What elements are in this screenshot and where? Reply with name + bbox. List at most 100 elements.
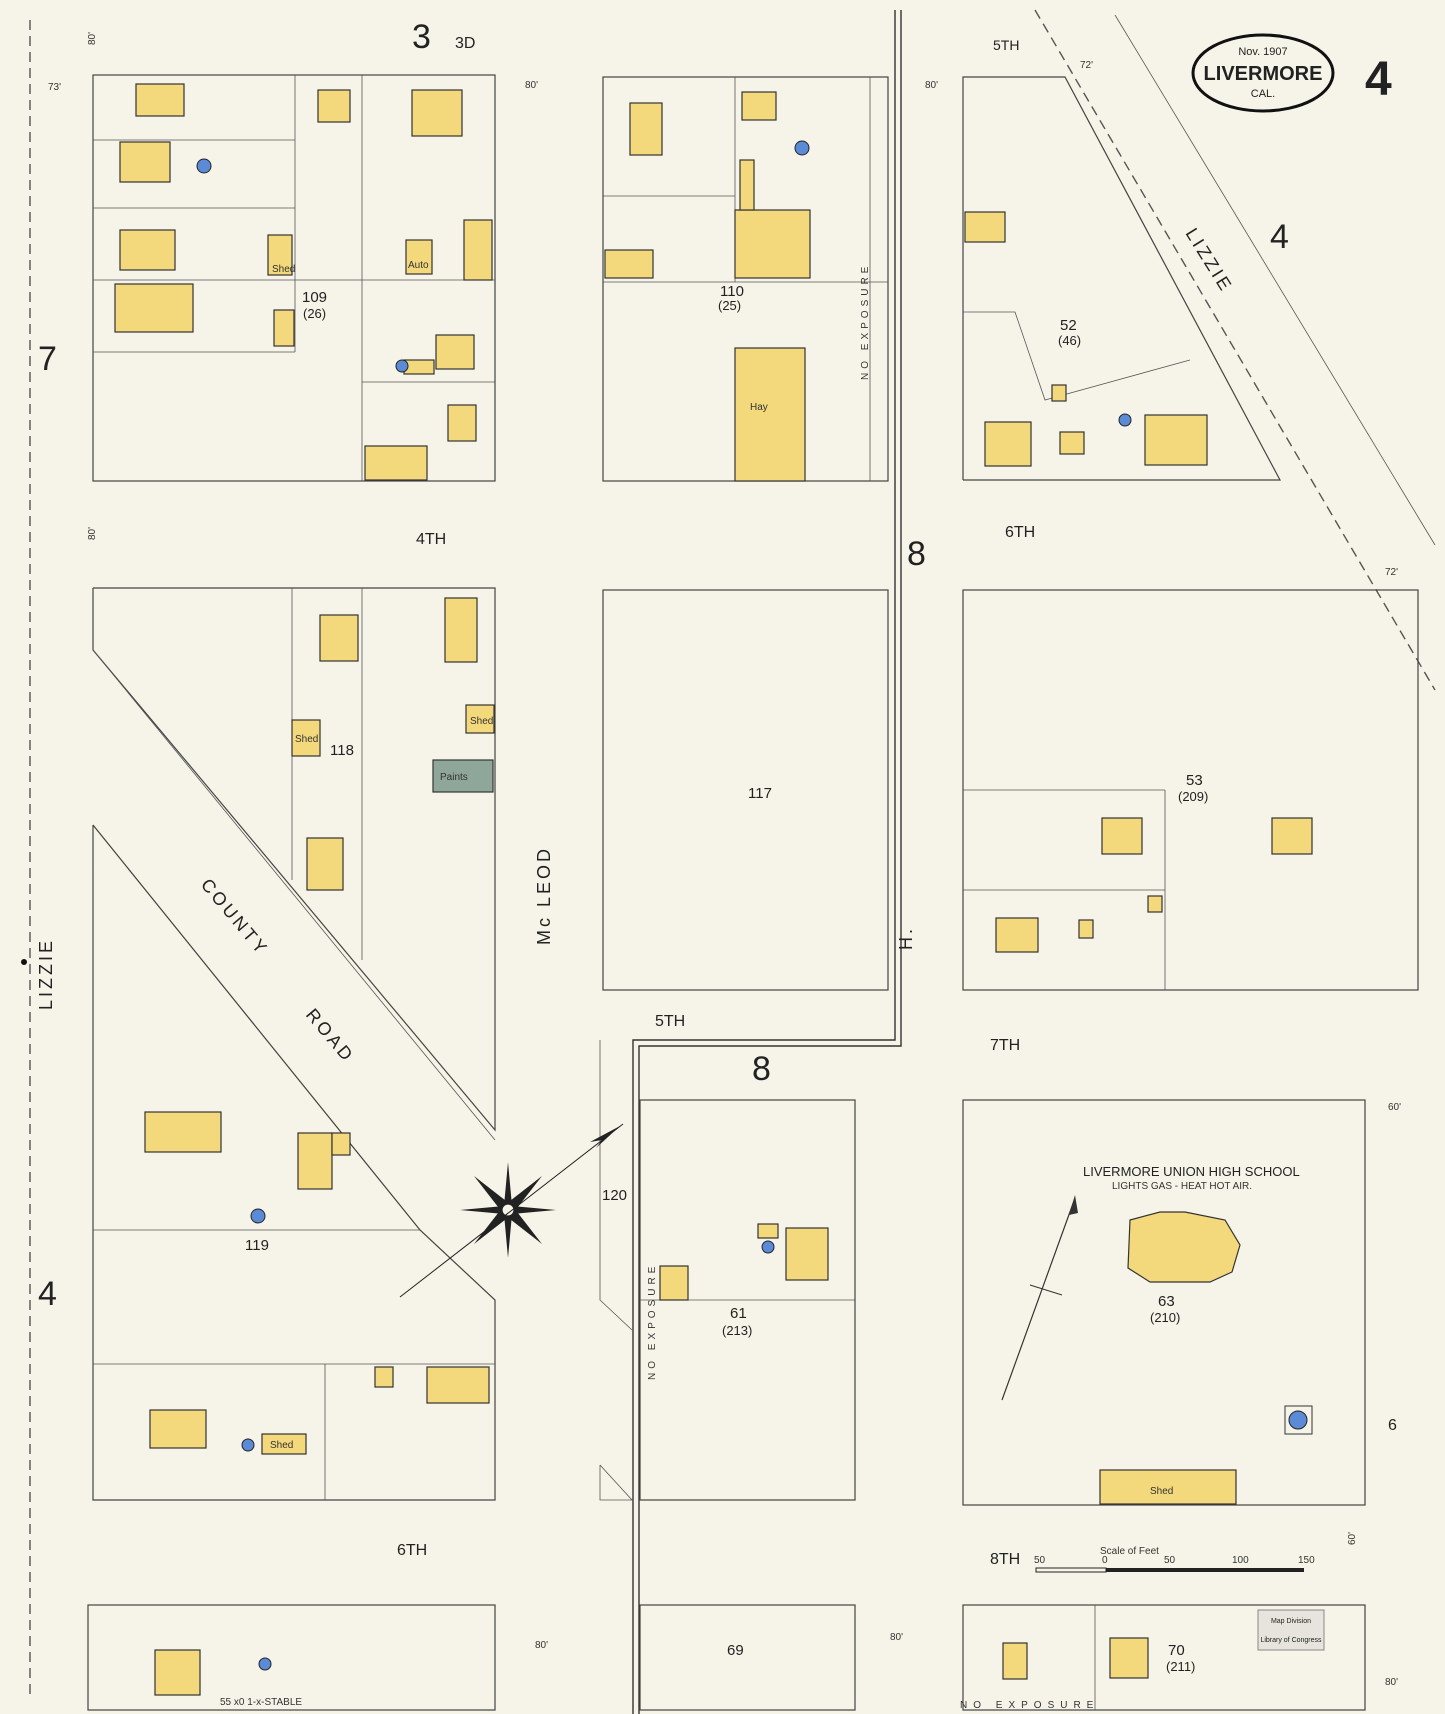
block-number-52: 52	[1060, 317, 1077, 334]
block-number-63: 63	[1158, 1293, 1175, 1310]
sheet-number: 4	[1365, 53, 1392, 106]
hay-barn	[734, 347, 806, 482]
width-label: 80'	[535, 1640, 548, 1651]
block-118: Paints Shed Shed 118	[92, 587, 496, 1132]
street-3rd: 3D	[455, 35, 475, 52]
block-number-69: 69	[727, 1642, 744, 1659]
block-number-119: 119	[245, 1237, 269, 1254]
scale-tick: 50	[1164, 1555, 1176, 1566]
scale-tick: 150	[1298, 1555, 1315, 1566]
block-number-118: 118	[330, 742, 354, 759]
boundary-marker	[21, 959, 27, 965]
block-sub-110: (25)	[718, 298, 741, 313]
adjoining-sheet-7: 7	[38, 340, 57, 378]
adjoining-sheet-8-mid: 8	[752, 1050, 771, 1088]
street-mcleod: Mc LEOD	[534, 846, 554, 945]
adjoining-sheet-4-left: 4	[38, 1275, 57, 1313]
shed-label-3: Shed	[470, 716, 493, 727]
auto-label: Auto	[408, 260, 429, 271]
block-number-70: 70	[1168, 1642, 1185, 1659]
scale-bar: Scale of Feet 50 0 50 100 150	[1034, 1546, 1315, 1573]
shed-label-2: Shed	[295, 734, 318, 745]
width-label: 80'	[925, 80, 938, 91]
block-109: 109 (26) Shed Auto	[92, 74, 496, 482]
street-lizzie-left: LIZZIE	[36, 938, 56, 1010]
width-label: 60'	[1347, 1532, 1358, 1545]
hay-label: Hay	[750, 402, 768, 413]
shed-label-school: Shed	[1150, 1486, 1173, 1497]
street-5th-mid: 5TH	[655, 1013, 685, 1030]
block-119: Shed 119	[92, 824, 496, 1501]
width-label: 72'	[1080, 60, 1093, 71]
lizzie-right-boundary	[1034, 9, 1436, 691]
block-number-61: 61	[730, 1305, 747, 1322]
block-117: 117	[602, 589, 889, 991]
no-exposure-label-2: NO EXPOSURE	[647, 1263, 658, 1380]
block-70: 70 (211)	[962, 1604, 1366, 1711]
street-4th: 4TH	[416, 531, 446, 548]
block-bottom-left: 55 x0 1-x-STABLE	[87, 1604, 496, 1711]
block-61: 120 61 (213)	[599, 1040, 856, 1501]
title-cartouche: Nov. 1907 LIVERMORE CAL.	[1191, 33, 1335, 113]
block-sub-70: (211)	[1166, 1659, 1195, 1674]
scale-tick: 50	[1034, 1555, 1046, 1566]
block-sub-109: (26)	[303, 306, 326, 321]
scale-title: Scale of Feet	[1100, 1546, 1159, 1557]
scale-tick: 0	[1102, 1555, 1108, 1566]
street-7th: 7TH	[990, 1037, 1020, 1054]
adjoining-sheet-6: 6	[1388, 1417, 1397, 1434]
cartouche-town: LIVERMORE	[1204, 63, 1323, 85]
block-52: 52 (46)	[962, 76, 1282, 481]
width-label: 80'	[1385, 1677, 1398, 1688]
block-53: 53 (209)	[962, 589, 1419, 991]
paints-label: Paints	[440, 772, 468, 783]
block-number-110: 110	[720, 283, 744, 300]
width-label: 72'	[1385, 567, 1398, 578]
block-number-109: 109	[302, 289, 327, 306]
adjoining-sheet-8-top: 8	[907, 535, 926, 573]
stone-building	[432, 759, 494, 793]
street-6th-top: 6TH	[1005, 524, 1035, 541]
high-school-building	[1127, 1211, 1241, 1283]
stamp-line-1: Map Division	[1271, 1618, 1311, 1625]
street-8th: 8TH	[990, 1551, 1020, 1568]
no-exposure-label: NO EXPOSURE	[860, 263, 871, 380]
block-number-120: 120	[602, 1187, 627, 1204]
width-label: 60'	[1388, 1102, 1401, 1113]
road-label: ROAD	[302, 1005, 358, 1067]
width-label: 73'	[48, 82, 61, 93]
street-lizzie-right: LIZZIE	[1182, 225, 1237, 297]
scale-tick: 100	[1232, 1555, 1249, 1566]
no-exposure-label-3: NO EXPOSURE	[960, 1700, 1099, 1711]
shed-label-4: Shed	[270, 1440, 293, 1451]
shed-label: Shed	[272, 264, 295, 275]
width-label: 80'	[87, 527, 98, 540]
school-subtitle: LIGHTS GAS - HEAT HOT AIR.	[1112, 1181, 1252, 1192]
width-label: 80'	[525, 80, 538, 91]
school-name: LIVERMORE UNION HIGH SCHOOL	[1083, 1164, 1300, 1179]
railroad-line	[632, 10, 896, 1714]
block-sub-52: (46)	[1058, 333, 1081, 348]
block-number-53: 53	[1186, 772, 1203, 789]
cartouche-state: CAL.	[1251, 88, 1275, 100]
block-number-117: 117	[748, 785, 772, 802]
block-sub-61: (213)	[722, 1323, 752, 1338]
street-6th-bottom: 6TH	[397, 1542, 427, 1559]
block-sub-53: (209)	[1178, 789, 1208, 804]
block-63: LIVERMORE UNION HIGH SCHOOL LIGHTS GAS -…	[962, 1099, 1366, 1506]
width-label: 80'	[890, 1632, 903, 1643]
railroad-line-2	[638, 10, 902, 1714]
county-label: COUNTY	[197, 875, 273, 960]
stable-note: 55 x0 1-x-STABLE	[220, 1697, 302, 1708]
compass-rose	[399, 1123, 624, 1298]
street-h: H.	[896, 926, 916, 950]
width-label: 80'	[87, 32, 98, 45]
block-110: Hay 110 (25)	[602, 76, 889, 482]
block-69: 69	[639, 1604, 856, 1711]
library-stamp: Map Division Library of Congress	[1257, 1609, 1325, 1651]
lizzie-right-edge	[1114, 14, 1436, 546]
cartouche-date: Nov. 1907	[1238, 46, 1287, 58]
adjoining-sheet-4-right: 4	[1270, 218, 1289, 256]
adjoining-sheet-3: 3	[412, 18, 431, 56]
